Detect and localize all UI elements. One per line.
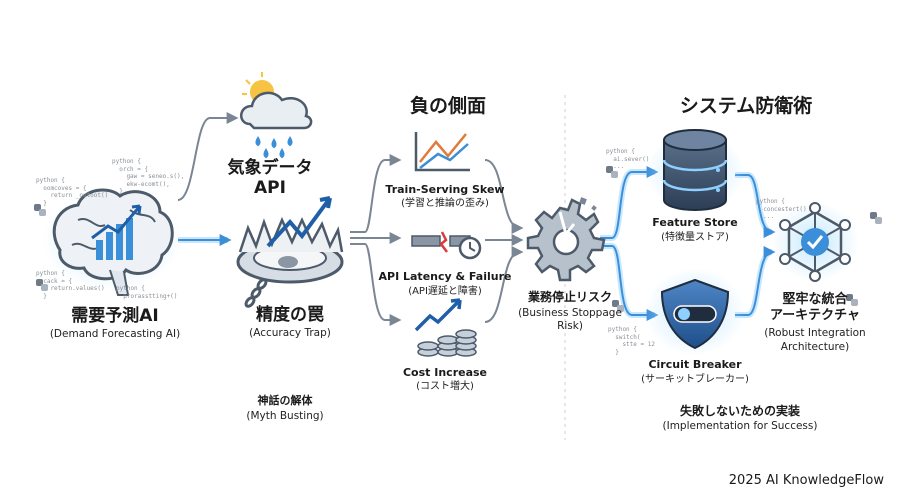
myth-label-jp: 神話の解体 xyxy=(257,394,313,407)
cost-label-en: Cost Increase xyxy=(402,366,488,379)
brain-chart-icon xyxy=(42,188,182,296)
implementation-label-en: (Implementation for Success) xyxy=(662,420,818,432)
arrow-trap-to-cost xyxy=(350,243,402,326)
circuit-breaker-label-en: Circuit Breaker xyxy=(648,358,742,371)
python-logo-icon xyxy=(34,166,882,312)
code-snippet-circuit-breaker: python { switch( stte = 12 } xyxy=(608,326,655,356)
code-snippet-ai-left: python { oomcoves = { return _outoot() } xyxy=(36,177,109,207)
code-snippet-ai-bottom-left: python { cack = { return.values() } xyxy=(36,270,105,300)
latency-label-jp: (API遅延と障害) xyxy=(408,286,482,297)
arrow-featurestore-to-robust xyxy=(735,174,776,238)
arrow-skew-to-gear xyxy=(484,159,524,234)
latency-label-en: API Latency & Failure xyxy=(378,270,512,283)
system-defense-header: システム防衛術 xyxy=(679,95,813,117)
circuit-breaker-label-jp: (サーキットブレーカー) xyxy=(641,374,749,385)
arrow-ai-to-weather xyxy=(177,112,239,201)
negative-side-header: 負の側面 xyxy=(409,95,486,117)
ai-label-jp: 需要予測AI xyxy=(71,306,159,326)
stoppage-label-en-2: Risk) xyxy=(557,320,583,332)
skew-label-en: Train-Serving Skew xyxy=(385,183,505,196)
skew-label-jp: (学習と推論の歪み) xyxy=(401,198,489,209)
coins-growth-icon xyxy=(414,298,477,357)
arrow-circuitbreaker-to-robust xyxy=(735,246,776,316)
robust-label-jp-2: アーキテクチャ xyxy=(769,308,861,323)
implementation-label-jp: 失敗しないための実装 xyxy=(679,404,800,418)
arrow-gear-to-featurestore xyxy=(600,166,659,239)
stoppage-label-jp: 業務停止リスク xyxy=(527,290,612,304)
feature-store-label-en: Feature Store xyxy=(652,216,738,229)
broken-pipe-clock-icon xyxy=(411,231,482,260)
robust-label-jp-1: 堅牢な統合 xyxy=(782,292,848,307)
weather-cloud-icon xyxy=(240,72,313,159)
broken-gear-icon xyxy=(526,197,606,282)
weather-label-en: API xyxy=(254,178,286,198)
feature-store-label-jp: (特徴量ストア) xyxy=(661,232,729,243)
cost-label-jp: (コスト増大) xyxy=(416,381,474,392)
arrow-trap-to-skew xyxy=(350,154,402,233)
arrow-gear-to-circuitbreaker xyxy=(600,245,659,321)
bear-trap-icon xyxy=(236,196,344,308)
glow-arrows xyxy=(178,166,776,321)
weather-label-jp: 気象データ xyxy=(227,158,313,178)
arrow-cost-to-gear xyxy=(484,246,524,323)
robust-label-en-2: Architecture) xyxy=(780,341,850,353)
code-snippet-ai-top: python { orch = { gaw = seneo.s(), ekw-e… xyxy=(112,158,185,195)
database-icon xyxy=(645,129,745,212)
code-snippet-robust: python { concestert() ... xyxy=(756,198,807,220)
trap-label-jp: 精度の罠 xyxy=(256,305,324,325)
trap-label-en: (Accuracy Trap) xyxy=(249,327,331,339)
flow-arrows xyxy=(177,112,524,326)
robust-label-en-1: (Robust Integration xyxy=(764,327,866,339)
shield-switch-icon xyxy=(645,268,745,356)
skew-chart-icon xyxy=(414,132,470,172)
footer-copyright: 2025 AI KnowledgeFlow xyxy=(728,473,884,488)
myth-label-en: (Myth Busting) xyxy=(246,410,324,422)
ai-label-en: (Demand Forecasting AI) xyxy=(49,328,181,340)
stoppage-label-en-1: (Business Stoppage xyxy=(518,307,622,319)
code-snippet-ai-bottom-right: python { prorasstting+() xyxy=(116,285,178,300)
network-check-icon xyxy=(771,202,859,282)
code-snippet-feature-store: python { ai.sever() ... xyxy=(606,148,650,170)
